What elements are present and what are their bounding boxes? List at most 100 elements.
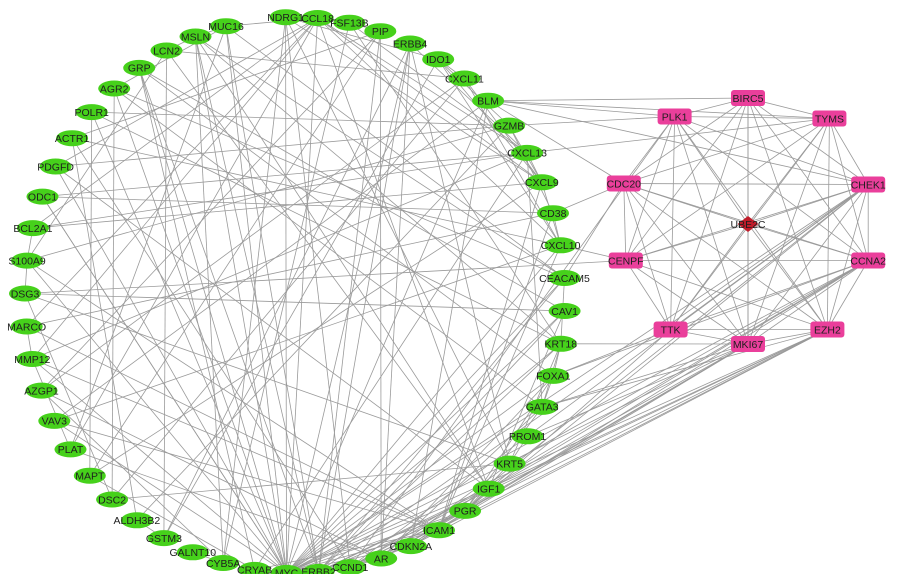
edge-myc-vav3 xyxy=(54,420,287,574)
node-ceacam5: CEACAM5 xyxy=(539,270,590,286)
node-label: CENPF xyxy=(608,255,644,267)
edge-fsf13b-cxcl13 xyxy=(349,22,528,154)
node-shape xyxy=(238,561,271,574)
edge-odc1-cxcl13 xyxy=(42,152,528,197)
edge-dsc2-cxcl11 xyxy=(111,78,465,500)
node-label: CAV1 xyxy=(551,306,578,318)
edge-ido1-gzmb xyxy=(437,59,510,126)
node-prom1: PROM1 xyxy=(509,428,547,445)
edge-dsc2-agr2 xyxy=(111,88,115,500)
node-shape xyxy=(737,216,759,232)
node-bcl2a1: BCL2A1 xyxy=(13,220,53,237)
node-label: CEACAM5 xyxy=(539,273,590,285)
node-shape xyxy=(851,176,886,193)
node-label: VAV3 xyxy=(42,416,67,428)
edge-tyms-mki67 xyxy=(747,118,830,345)
node-label: GZMB xyxy=(494,120,524,132)
edge-erbb4-krt5 xyxy=(409,43,510,464)
edge-pdgfd-ccl18 xyxy=(55,17,318,167)
node-aldh3b2: ALDH3B2 xyxy=(114,512,160,529)
edge-icam1-cxcl9 xyxy=(438,182,543,531)
node-cdc20: CDC20 xyxy=(607,175,641,192)
node-shape xyxy=(75,104,108,121)
node-mapt: MAPT xyxy=(73,467,106,484)
node-igf1: IGF1 xyxy=(472,480,505,497)
node-label: UBE2C xyxy=(730,219,765,231)
edge-cryab-icam1 xyxy=(254,529,440,571)
edge-bcl2a1-cxcl13 xyxy=(32,152,528,229)
node-agr2: AGR2 xyxy=(98,80,131,97)
node-mmp12: MMP12 xyxy=(14,351,51,367)
node-actr1: ACTR1 xyxy=(55,130,89,147)
edge-vav3-blm xyxy=(54,100,489,422)
edge-ar-azgp1 xyxy=(41,390,382,559)
node-label: PLAT xyxy=(58,444,84,456)
edge-cdc20-ube2c xyxy=(623,183,749,225)
edge-birc5-ccna2 xyxy=(747,97,869,261)
edge-icam1-marco xyxy=(26,326,440,531)
node-cyb5a: CYB5A xyxy=(206,555,240,571)
node-shape xyxy=(394,35,427,52)
edge-agr2-ceacam5 xyxy=(114,88,565,279)
edge-tyms-ezh2 xyxy=(827,118,830,330)
edge-myc-gata3 xyxy=(286,406,543,574)
edge-prom1-mki67 xyxy=(527,343,749,437)
edge-tyms-chek1 xyxy=(829,118,869,185)
edge-tyms-cdc20 xyxy=(623,118,830,184)
edge-cenpf-cdc20 xyxy=(623,183,627,261)
nodes-layer: NDRG1CCL18FSF13BPIPERBB4IDO1CXCL11BLMGZM… xyxy=(7,9,886,574)
node-shape xyxy=(422,51,455,68)
node-shape xyxy=(511,144,544,161)
node-marco: MARCO xyxy=(7,318,46,335)
edge-marco-cd38 xyxy=(26,212,554,327)
node-shape xyxy=(493,117,526,134)
node-label: EZH2 xyxy=(814,324,841,336)
node-label: MUC16 xyxy=(208,21,244,33)
edge-vav3-cxcl10 xyxy=(54,244,561,422)
edge-actr1-cxcl10 xyxy=(72,137,561,246)
edge-erbb2-chek1 xyxy=(318,184,869,573)
edge-dsg3-cav1 xyxy=(24,293,565,312)
node-label: MMP12 xyxy=(14,354,50,366)
edge-erbb2-cav1 xyxy=(318,310,565,573)
node-shape xyxy=(333,14,366,31)
edge-ndrg1-cxcl9 xyxy=(285,16,543,183)
node-shape xyxy=(731,90,765,106)
node-label: NDRG1 xyxy=(267,12,304,24)
edge-ar-ezh2 xyxy=(381,329,828,559)
edge-myc-pdgfd xyxy=(55,166,287,574)
edge-gstm3-ido1 xyxy=(163,59,439,539)
edge-icam1-mmp12 xyxy=(32,358,440,531)
node-shape xyxy=(423,522,455,539)
edge-ceacam5-cdc20 xyxy=(564,183,625,279)
node-gzmb: GZMB xyxy=(493,117,526,134)
node-shape xyxy=(54,441,87,458)
node-fsf13b: FSF13B xyxy=(330,14,369,31)
edge-myc-ccl18 xyxy=(286,17,318,573)
edge-blm-birc5 xyxy=(488,97,749,102)
node-label: KRT5 xyxy=(496,458,523,470)
edge-tyms-cenpf xyxy=(625,118,830,261)
node-shape xyxy=(364,23,397,40)
node-label: ERBB2 xyxy=(301,567,336,574)
edge-actr1-pip xyxy=(71,30,381,139)
edge-tyms-ccna2 xyxy=(829,118,869,261)
edge-odc1-myc xyxy=(42,196,287,574)
node-label: PROM1 xyxy=(509,431,547,443)
node-shape xyxy=(39,158,72,175)
node-label: CXCL10 xyxy=(541,240,581,252)
node-shape xyxy=(812,110,847,127)
edge-chek1-plk1 xyxy=(674,116,869,185)
edge-myc-cxcl10 xyxy=(286,245,561,574)
node-label: CD38 xyxy=(540,208,567,220)
edge-mki67-cdc20 xyxy=(623,183,749,345)
edge-ezh2-ube2c xyxy=(747,223,828,330)
node-foxa1: FOXA1 xyxy=(536,367,571,384)
node-label: MYC xyxy=(275,568,299,574)
node-shape xyxy=(608,252,643,269)
edge-gata3-cxcl13 xyxy=(526,152,543,407)
edge-cxcl13-tyms xyxy=(527,118,830,154)
node-dsg3: DSG3 xyxy=(9,285,41,302)
edge-myc-blm xyxy=(286,100,489,574)
node-label: GSTM3 xyxy=(146,533,182,545)
